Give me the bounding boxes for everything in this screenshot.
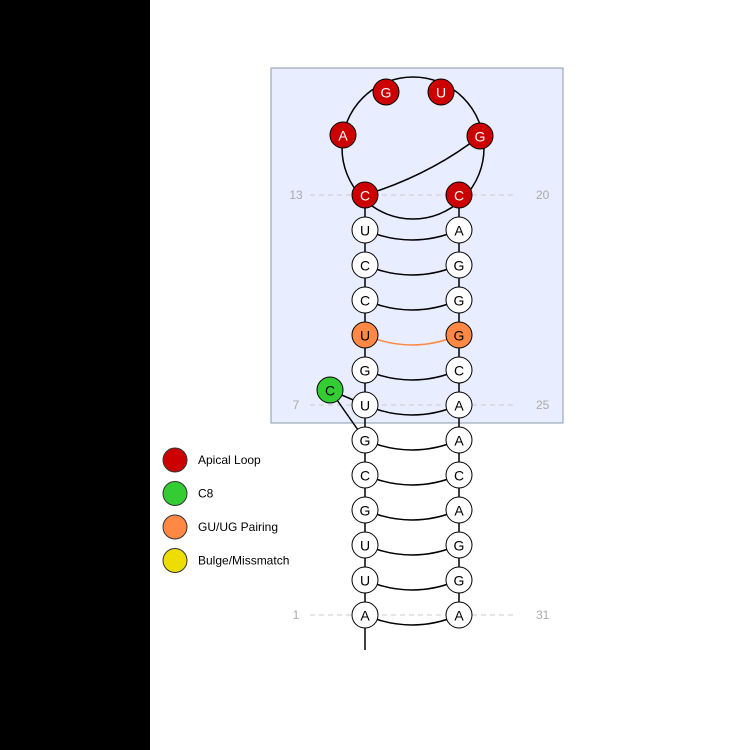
right-nucleotide-circle	[445, 601, 473, 629]
right-nucleotide-circle	[445, 496, 473, 524]
right-nucleotide-circle	[445, 426, 473, 454]
right-nucleotide-base: G	[454, 538, 465, 554]
left-nucleotide-base: C	[360, 258, 370, 274]
left-nucleotide-circle	[351, 216, 379, 244]
legend-label: Apical Loop	[198, 453, 261, 467]
c8-bulge-nucleotide-base: C	[325, 383, 335, 399]
right-nucleotide-circle	[445, 391, 473, 419]
right-nucleotide-base: C	[454, 363, 464, 379]
position-label: 25	[536, 398, 550, 412]
right-nucleotide-circle	[445, 286, 473, 314]
right-nucleotide-circle	[445, 531, 473, 559]
left-nucleotide-circle	[351, 461, 379, 489]
right-nucleotide-base: G	[454, 293, 465, 309]
base-pair-link	[364, 439, 460, 451]
position-label: 20	[536, 188, 550, 202]
position-label: 13	[289, 188, 303, 202]
highlight-box	[270, 67, 564, 424]
left-nucleotide-base: U	[360, 328, 370, 344]
loop-nucleotide-circle	[427, 78, 455, 106]
right-nucleotide-base: G	[454, 573, 465, 589]
left-nucleotide-base: U	[360, 223, 370, 239]
legend-swatch-gu	[162, 514, 188, 540]
legend-label: GU/UG Pairing	[198, 520, 278, 534]
left-nucleotide-circle	[351, 566, 379, 594]
base-pair-link	[364, 614, 460, 626]
right-nucleotide-circle	[445, 356, 473, 384]
left-nucleotide-base: U	[360, 398, 370, 414]
right-nucleotide-circle	[445, 566, 473, 594]
left-nucleotide-base: U	[360, 538, 370, 554]
right-nucleotide-circle	[445, 216, 473, 244]
position-label: 31	[536, 608, 550, 622]
right-nucleotide-base: A	[454, 223, 464, 239]
left-nucleotide-base: C	[360, 468, 370, 484]
legend-swatch-bulge	[162, 548, 188, 573]
right-nucleotide-circle	[445, 321, 473, 349]
loop-nucleotide-base: G	[475, 129, 486, 145]
right-nucleotide-base: G	[454, 328, 465, 344]
right-nucleotide-circle	[445, 181, 473, 209]
right-nucleotide-base: A	[454, 398, 464, 414]
position-label: 1	[293, 608, 300, 622]
right-nucleotide-circle	[445, 461, 473, 489]
loop-nucleotide-base: A	[338, 128, 348, 144]
legend-label: C8	[198, 487, 214, 501]
left-nucleotide-base: U	[360, 573, 370, 589]
legend-label: Bulge/Missmatch	[198, 554, 289, 568]
right-nucleotide-base: A	[454, 608, 464, 624]
right-nucleotide-circle	[445, 251, 473, 279]
left-nucleotide-base: G	[360, 433, 371, 449]
right-nucleotide-base: C	[454, 188, 464, 204]
base-pair-link	[364, 509, 460, 521]
loop-nucleotide-circle	[372, 78, 400, 106]
left-nucleotide-base: C	[360, 293, 370, 309]
left-nucleotide-circle	[351, 531, 379, 559]
legend-swatch-c8	[162, 481, 188, 506]
left-nucleotide-circle	[351, 356, 379, 384]
right-nucleotide-base: A	[454, 503, 464, 519]
left-nucleotide-circle	[351, 426, 379, 454]
left-nucleotide-circle	[351, 601, 379, 629]
left-black-margin	[0, 0, 150, 750]
base-pair-link	[364, 474, 460, 486]
left-nucleotide-base: C	[360, 188, 370, 204]
loop-interaction-line	[364, 135, 481, 196]
right-nucleotide-base: G	[454, 258, 465, 274]
base-pair-link	[364, 544, 460, 556]
left-nucleotide-base: G	[360, 363, 371, 379]
left-nucleotide-circle	[351, 391, 379, 419]
left-nucleotide-circle	[351, 181, 379, 209]
position-label: 7	[293, 398, 300, 412]
left-nucleotide-circle	[351, 286, 379, 314]
loop-nucleotide-circle	[329, 121, 357, 149]
left-nucleotide-base: A	[360, 608, 370, 624]
loop-nucleotide-base: G	[381, 85, 392, 101]
left-nucleotide-circle	[351, 321, 379, 349]
left-nucleotide-base: G	[360, 503, 371, 519]
right-nucleotide-base: A	[454, 433, 464, 449]
legend-swatch-apical	[162, 447, 188, 473]
loop-nucleotide-circle	[466, 122, 494, 150]
right-nucleotide-base: C	[454, 468, 464, 484]
left-nucleotide-circle	[351, 251, 379, 279]
loop-nucleotide-base: U	[436, 85, 446, 101]
c8-bulge-nucleotide-circle	[316, 376, 344, 404]
base-pair-link	[364, 579, 460, 591]
left-nucleotide-circle	[351, 496, 379, 524]
